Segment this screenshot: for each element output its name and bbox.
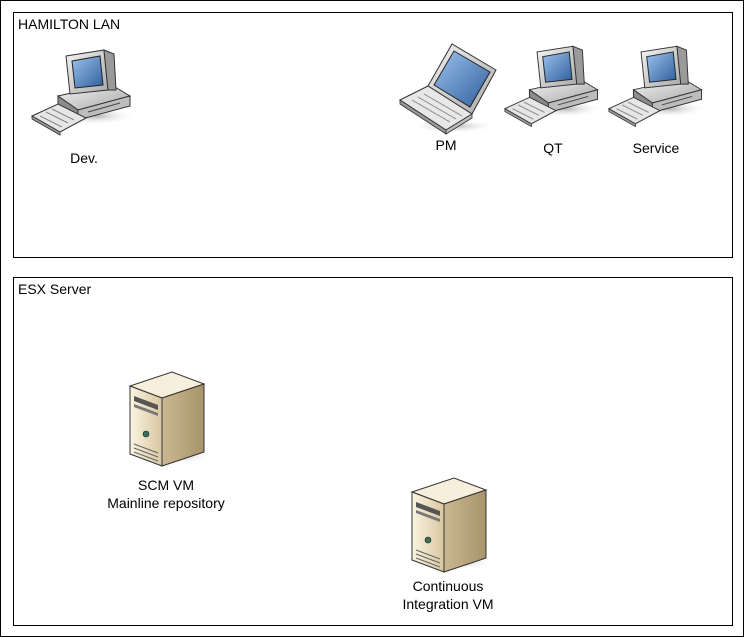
ci-vm-node[interactable]: Continuous Integration VM: [374, 474, 524, 619]
pm-node[interactable]: PM: [398, 42, 502, 158]
zone-title: HAMILTON LAN: [18, 16, 121, 32]
qt-node[interactable]: QT: [503, 38, 607, 160]
server-tower-icon: [410, 477, 494, 573]
service-node[interactable]: Service: [607, 38, 717, 160]
desktop-computer-icon: [30, 49, 137, 136]
server-tower-icon: [128, 371, 212, 467]
dev-node[interactable]: Dev.: [30, 44, 140, 174]
scm-vm-node[interactable]: SCM VM Mainline repository: [92, 368, 242, 518]
node-label-line2: Integration VM: [402, 596, 494, 612]
node-label-line1: SCM VM: [138, 477, 194, 493]
node-label-line1: Continuous: [412, 578, 484, 594]
laptop-icon: [398, 43, 497, 135]
desktop-computer-icon: [503, 45, 605, 128]
node-label: Dev.: [70, 150, 98, 166]
node-label: Service: [632, 140, 680, 156]
hamilton-lan-zone: HAMILTON LAN: [13, 12, 733, 258]
zone-title: ESX Server: [18, 281, 92, 297]
node-label-line2: Mainline repository: [107, 495, 225, 511]
node-label: QT: [543, 140, 563, 156]
node-label: PM: [435, 137, 457, 153]
desktop-computer-icon: [607, 45, 709, 128]
